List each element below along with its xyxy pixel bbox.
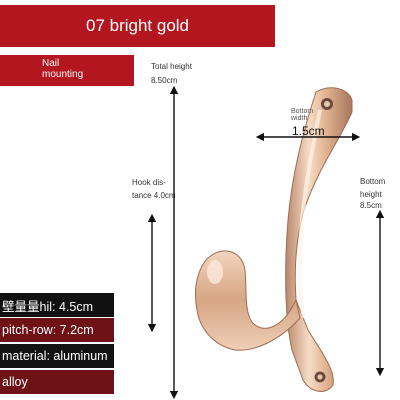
spec-row: alloy xyxy=(0,370,114,394)
spec-material: material: aluminum xyxy=(2,349,108,363)
hook-distance-label-1: Hook dis- xyxy=(132,178,166,187)
banner-title: 07 bright gold xyxy=(85,16,190,35)
nail-mounting-tag: Nail mounting xyxy=(0,55,134,86)
bottom-height-label-2: height 8.5cm xyxy=(360,190,382,210)
spec-thickness: 壁量量hil: 4.5cm xyxy=(2,299,93,314)
hook-distance-label-2: tance 4.0cm xyxy=(132,191,176,200)
bottom-height-label-1: Bottom xyxy=(360,177,386,186)
bottom-width-label-2: width xyxy=(291,115,308,122)
total-height-label: Total height xyxy=(151,62,192,71)
spec-row: 壁量量hil: 4.5cm xyxy=(0,293,114,317)
bottom-width-value: 1.5cm xyxy=(292,124,325,138)
total-height-value: 8.50cm xyxy=(151,76,178,85)
bottom-width-label-1: Bottom xyxy=(291,108,314,115)
hook-highlight xyxy=(297,109,322,319)
spec-material-cont: alloy xyxy=(2,375,28,389)
nail-label: Nail xyxy=(42,58,60,69)
mounting-label: mounting xyxy=(42,69,84,80)
spec-row: pitch-row: 7.2cm xyxy=(0,318,114,342)
spec-row: material: aluminum xyxy=(0,344,114,368)
spec-pitch-row: pitch-row: 7.2cm xyxy=(2,323,94,337)
hook-main-bar xyxy=(285,87,353,392)
title-banner: 07 bright gold xyxy=(0,5,275,47)
hook-tip-shine xyxy=(207,260,223,284)
